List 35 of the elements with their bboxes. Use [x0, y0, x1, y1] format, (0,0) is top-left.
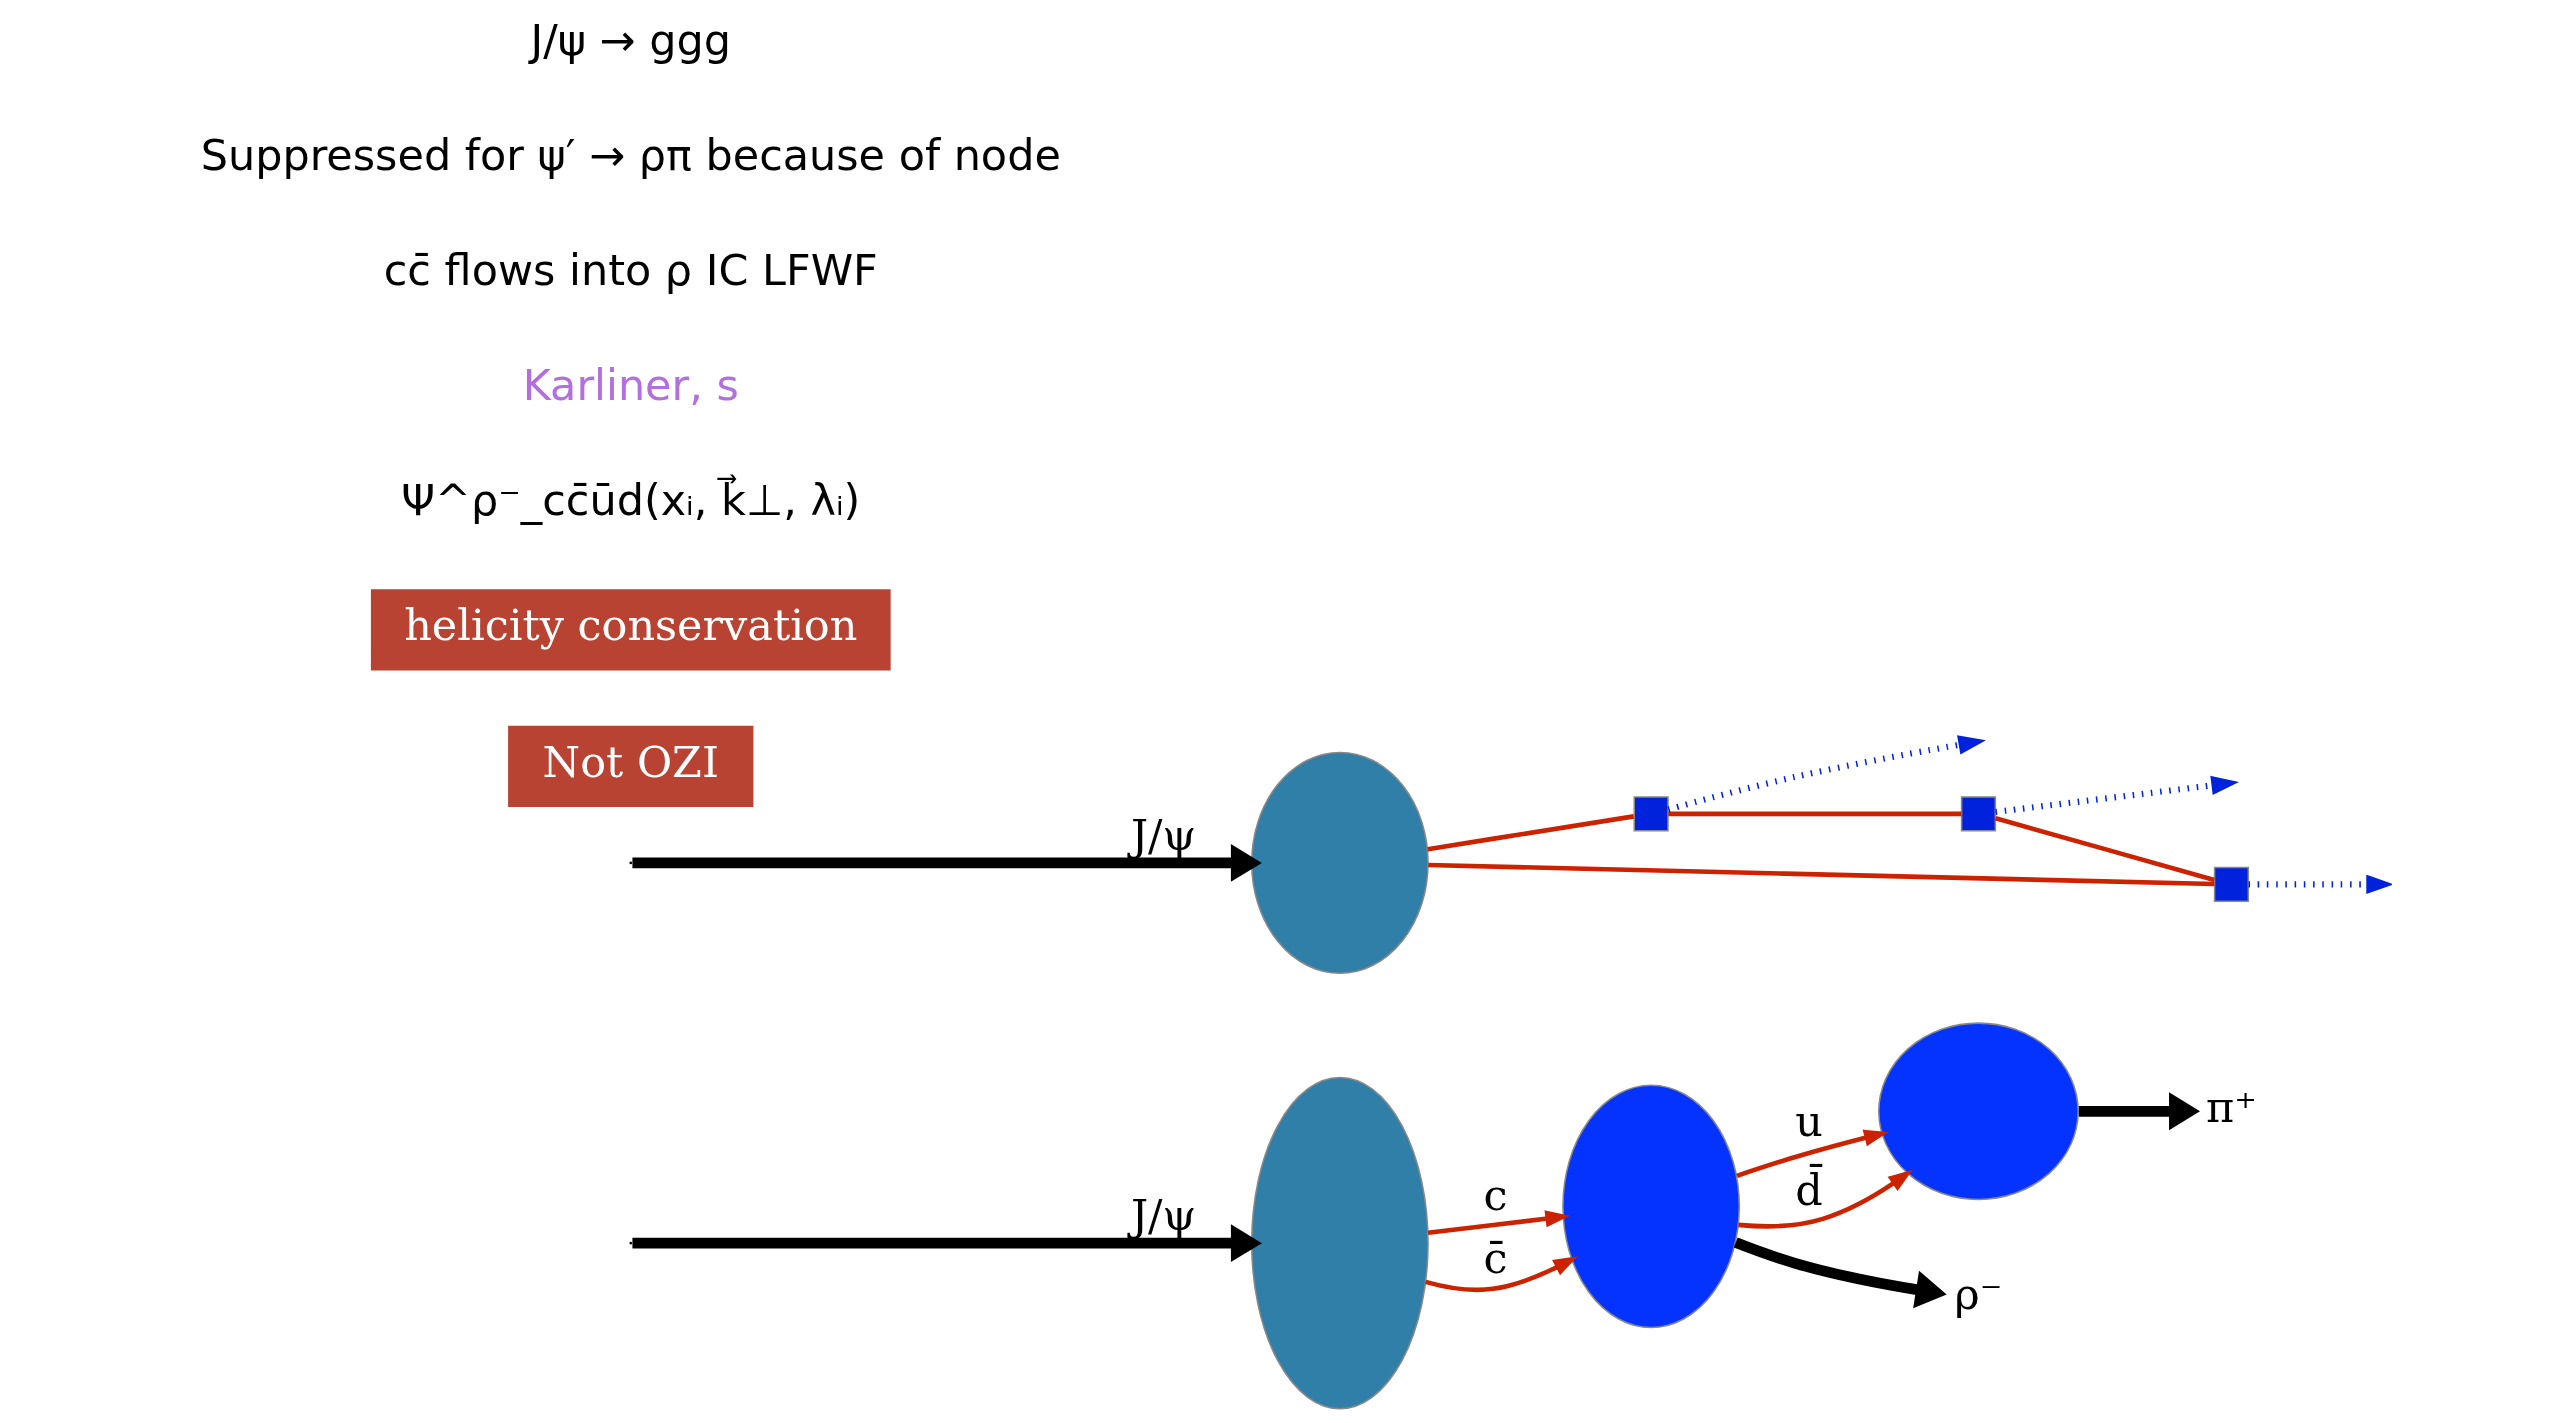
arrow — [632, 1224, 1262, 1263]
label: Karliner, s — [522, 359, 739, 410]
arrow — [1425, 1256, 1578, 1293]
edge-label: u — [1795, 1096, 1823, 1147]
node-ellipse — [1878, 1022, 2079, 1201]
connector — [1668, 811, 1962, 817]
node-text: π⁺ — [2206, 1081, 2257, 1132]
connector — [1427, 814, 1635, 852]
label: J/ψ → ggg — [530, 14, 731, 65]
node-ellipse — [1250, 1076, 1429, 1410]
arrow — [2078, 1092, 2200, 1131]
arrow — [1736, 1129, 1889, 1178]
label: Suppressed for ψ′ → ρπ because of node — [200, 129, 1061, 180]
arrow — [1667, 735, 1986, 813]
arrow — [1995, 775, 2239, 815]
label: Ψ^ρ⁻_cc̄ūd(xᵢ, k⃗⊥, λᵢ) — [401, 474, 861, 525]
arrow — [1733, 1237, 1947, 1309]
node-ellipse — [1562, 1084, 1741, 1329]
node-box: Not OZI — [508, 725, 754, 807]
arrow — [2248, 874, 2392, 895]
node-box: helicity conservation — [370, 589, 891, 671]
node-box — [2213, 866, 2250, 902]
arrow — [1738, 1169, 1913, 1229]
connector — [1428, 862, 2215, 887]
arrow — [632, 843, 1262, 882]
label: cc̄ flows into ρ IC LFWF — [383, 244, 878, 295]
node-box — [1960, 796, 1997, 832]
connector — [1995, 816, 2215, 883]
arrow — [1427, 1210, 1570, 1236]
node-box — [1633, 796, 1669, 832]
edge-label: c — [1483, 1170, 1508, 1221]
edge-label: c̄ — [1483, 1232, 1508, 1283]
node-ellipse — [1250, 751, 1429, 975]
edge-label: d̄ — [1795, 1165, 1823, 1216]
node-text: ρ⁻ — [1954, 1268, 2003, 1319]
